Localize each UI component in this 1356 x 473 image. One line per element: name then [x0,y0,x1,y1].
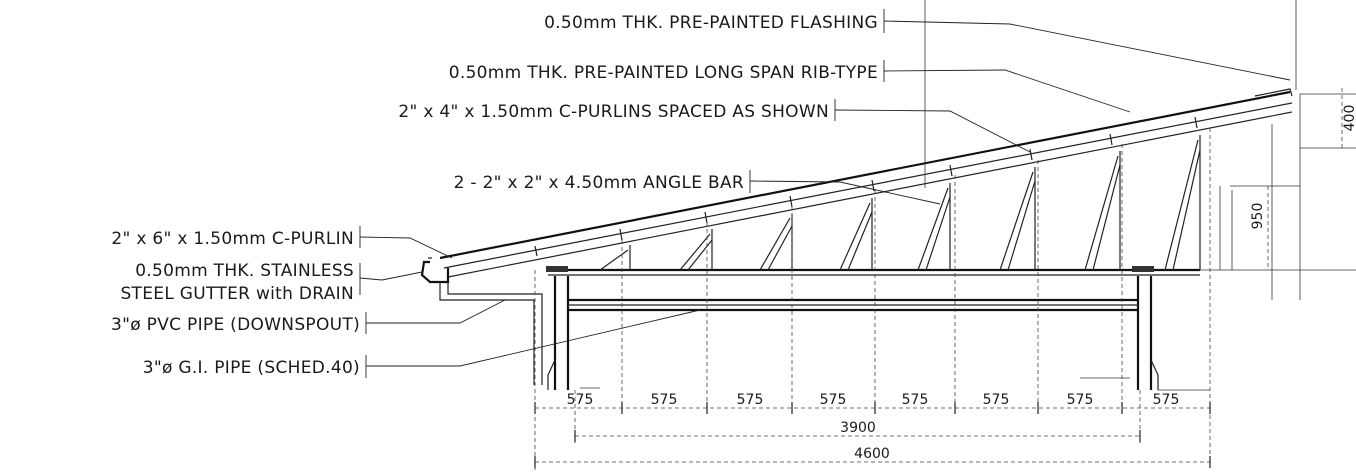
dim-spacing-8: 575 [1153,392,1180,408]
gi-pipe-columns [547,276,1159,390]
dim-spacing-3: 575 [737,392,764,408]
dim-spacing-7: 575 [1067,392,1094,408]
roof-sheeting [439,90,1293,278]
dimension-texts: 575 575 575 575 575 575 575 575 3900 460… [567,105,1356,462]
dim-spacing-6: 575 [983,392,1010,408]
label-gutter-line1: 0.50mm THK. STAINLESS [135,261,354,281]
bearing-plate-left [546,266,568,272]
flashing [1254,88,1293,97]
background-lines [534,0,1356,470]
bearing-plate-right [1132,266,1154,272]
pvc-downspout [439,282,543,385]
dim-spacing-2: 575 [651,392,678,408]
gutter [420,257,450,284]
label-roofing: 0.50mm THK. PRE-PAINTED LONG SPAN RIB-TY… [449,63,878,83]
dim-overall-span: 4600 [854,446,890,462]
label-purlins: 2" x 4" x 1.50mm C-PURLINS SPACED AS SHO… [398,102,829,122]
dim-spacing-4: 575 [820,392,847,408]
label-flashing: 0.50mm THK. PRE-PAINTED FLASHING [544,13,878,33]
truss-frame [546,135,1201,276]
dim-spacing-1: 575 [567,392,594,408]
dim-rise-lower: 950 [1250,203,1266,230]
web-diagonals [599,139,1201,271]
dim-inner-span: 3900 [840,420,876,436]
dim-spacing-5: 575 [902,392,929,408]
label-gi-pipe: 3"ø G.I. PIPE (SCHED.40) [143,358,360,378]
callout-labels: 0.50mm THK. PRE-PAINTED FLASHING 0.50mm … [111,13,878,378]
dim-rise-upper: 400 [1342,105,1356,132]
dimension-lines [534,88,1343,468]
label-c-purlin: 2" x 6" x 1.50mm C-PURLIN [111,229,354,249]
leader-lines [359,9,1291,378]
label-gutter-line2: STEEL GUTTER with DRAIN [120,284,354,304]
label-angle-bar: 2 - 2" x 2" x 4.50mm ANGLE BAR [454,173,744,193]
label-pvc-pipe: 3"ø PVC PIPE (DOWNSPOUT) [111,315,360,335]
